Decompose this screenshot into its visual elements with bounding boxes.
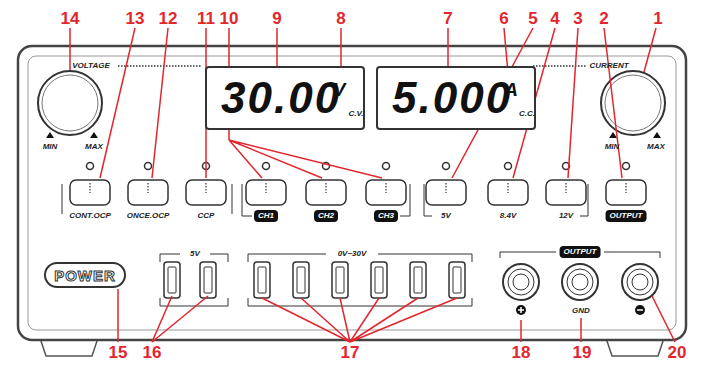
scale-label: MAX (647, 143, 665, 151)
button-label: CONT.OCP (69, 212, 111, 220)
callout-number: 16 (143, 344, 162, 361)
mode-label: C.C. (519, 110, 535, 118)
knob-label: VOLTAGE (72, 62, 109, 70)
scale-label: MAX (85, 143, 103, 151)
display-reading: 30.00 (221, 73, 341, 123)
scale-label: MIN (605, 143, 620, 151)
callout-number: 13 (126, 10, 145, 27)
callout-number: 15 (109, 344, 128, 361)
channel-label: CH3 (374, 210, 398, 222)
callout-number: 10 (220, 10, 239, 27)
callout-number: 14 (61, 10, 80, 27)
button-label: 8.4V (500, 212, 516, 220)
mode-label: C.V. (349, 110, 364, 118)
channel-label: CH2 (314, 210, 338, 222)
port-group-label: 0V~30V (338, 250, 367, 258)
callout-number: 17 (341, 344, 360, 361)
callout-number: 1 (653, 10, 662, 27)
button-label: OUTPUT (606, 210, 647, 222)
callout-number: 19 (573, 344, 592, 361)
output-label: OUTPUT (560, 246, 601, 258)
callout-number: 12 (159, 10, 178, 27)
scale-label: MIN (43, 143, 58, 151)
callout-number: 11 (197, 10, 215, 27)
callout-number: 3 (573, 10, 582, 27)
button-label: 5V (441, 212, 451, 220)
port-group-label: 5V (190, 250, 200, 258)
terminal-label: GND (572, 307, 590, 315)
callout-number: 18 (512, 344, 531, 361)
callout-number: 6 (499, 10, 508, 27)
callout-number: 8 (336, 10, 345, 27)
channel-label: CH1 (254, 210, 278, 222)
unit-label: A (504, 80, 518, 99)
callout-number: 7 (443, 10, 452, 27)
power-button: POWER (44, 262, 126, 288)
button-label: ONCE.OCP (127, 212, 170, 220)
knob-label: CURRENT (589, 62, 628, 70)
button-label: CCP (198, 212, 215, 220)
callout-number: 9 (272, 10, 281, 27)
callout-number: 2 (599, 10, 608, 27)
callout-number: 20 (668, 344, 687, 361)
button-label: POWER (54, 267, 116, 284)
display-reading: 5.000 (392, 73, 512, 123)
unit-label: V (333, 80, 346, 99)
callout-number: 4 (550, 10, 559, 27)
button-label: 12V (559, 212, 573, 220)
callout-number: 5 (528, 10, 537, 27)
